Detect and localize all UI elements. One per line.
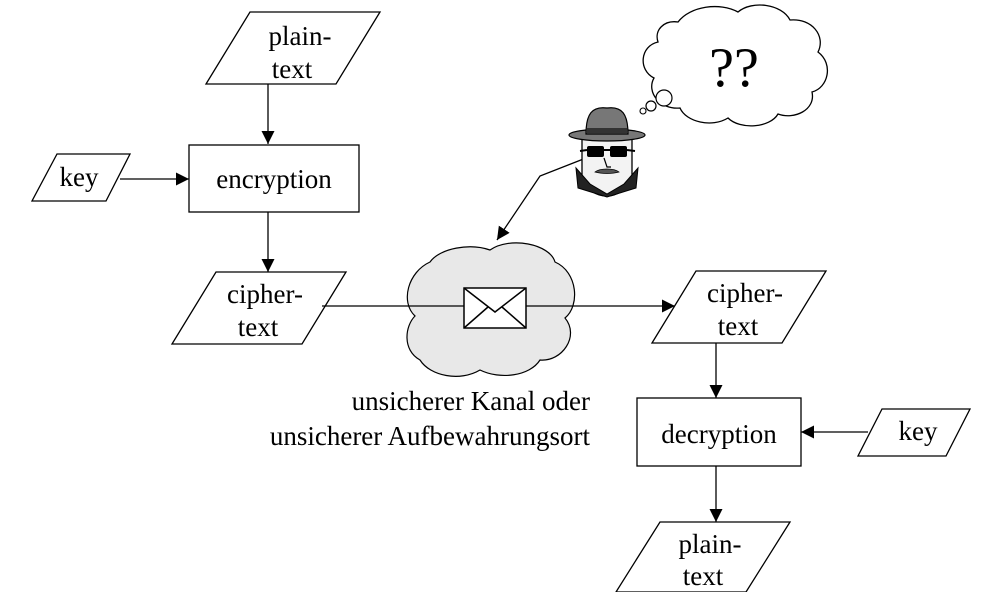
plaintext-output-label-line1: plain- <box>679 529 742 559</box>
ciphertext-right-node: cipher- text <box>650 270 828 344</box>
decryption-label: decryption <box>661 419 777 449</box>
spy-face-icon <box>568 107 646 198</box>
ciphertext-left-label-line2: text <box>238 312 279 342</box>
encryption-process-node: encryption <box>188 144 360 213</box>
ciphertext-left-label-line1: cipher- <box>227 279 303 309</box>
plaintext-input-label-line2: text <box>272 54 313 84</box>
thought-bubble-text: ?? <box>709 37 759 99</box>
channel-caption-line1: unsicherer Kanal oder <box>352 386 590 416</box>
plaintext-input-label-line1: plain- <box>269 21 332 51</box>
channel-caption-line2: unsicherer Aufbewahrungsort <box>270 421 591 451</box>
thought-bubble-icon: ?? <box>639 4 829 127</box>
envelope-icon <box>463 287 527 329</box>
ciphertext-right-label-line1: cipher- <box>707 278 783 308</box>
plaintext-output-label-line2: text <box>683 561 724 591</box>
ciphertext-left-node: cipher- text <box>170 271 348 345</box>
key-input-node-right: key <box>856 408 972 457</box>
ciphertext-right-label-line2: text <box>718 311 759 341</box>
key-input-node-left: key <box>30 153 132 202</box>
plaintext-output-node: plain- text <box>615 521 792 592</box>
encryption-label: encryption <box>216 164 332 194</box>
key-left-label: key <box>60 162 99 192</box>
plaintext-input-node: plain- text <box>204 11 382 85</box>
eavesdropper-pointer-arrow <box>496 157 587 241</box>
decryption-process-node: decryption <box>636 397 802 467</box>
key-right-label: key <box>899 416 938 446</box>
